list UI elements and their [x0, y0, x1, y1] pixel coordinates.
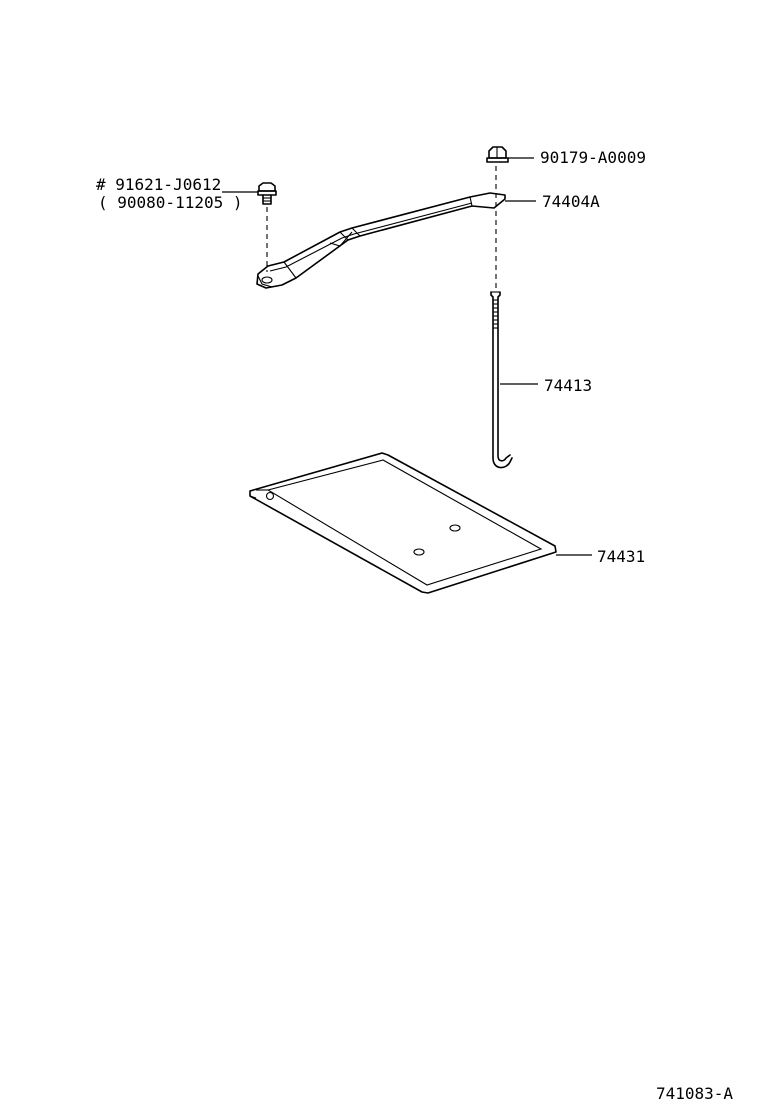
- nut-part-number: 90179-A0009: [540, 148, 646, 167]
- bolt-part-number: # 91621-J0612: [96, 175, 221, 194]
- battery-tray: [249, 452, 557, 594]
- tray-part-number: 74431: [597, 547, 645, 566]
- clamp-part-number: 74404A: [542, 192, 600, 211]
- hex-nut: [486, 146, 509, 288]
- illustration-number: 741083-A: [656, 1084, 733, 1103]
- rod-part-number: 74413: [544, 376, 592, 395]
- battery-hold-rod: [490, 291, 513, 469]
- battery-clamp: [256, 192, 506, 289]
- flange-bolt: [257, 182, 277, 272]
- bolt-alt-part-number: ( 90080-11205 ): [98, 193, 243, 212]
